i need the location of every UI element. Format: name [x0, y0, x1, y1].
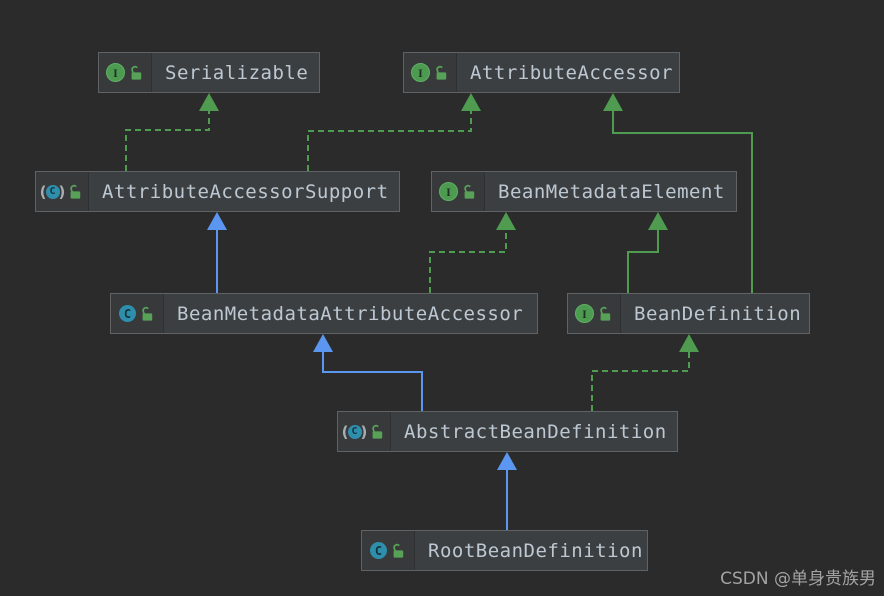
public-lock-icon [128, 65, 144, 81]
class-name-label: Serializable [165, 61, 309, 84]
public-lock-icon [433, 65, 449, 81]
icon-cell: I [568, 294, 621, 333]
icon-cell: I [99, 53, 152, 92]
class-node-attribute-accessor-support[interactable]: (C) AttributeAccessorSupport [35, 171, 400, 212]
edge-extends-bean-definition-to-bean-metadata-element [627, 229, 659, 293]
icon-cell: C [111, 294, 164, 333]
arrowhead-attribute-accessor-support-to-attribute-accessor [461, 93, 481, 111]
class-node-bean-metadata-attribute-accessor[interactable]: C BeanMetadataAttributeAccessor [110, 293, 538, 334]
arrowhead-abstract-bean-definition-to-bean-metadata-attribute-accessor [313, 334, 333, 352]
edge-extends-abstract-bean-definition-to-bean-metadata-attribute-accessor [322, 351, 423, 411]
class-node-bean-definition[interactable]: I BeanDefinition [567, 293, 810, 334]
public-lock-icon [390, 543, 406, 559]
icon-cell: (C) [338, 412, 391, 451]
interface-icon: I [439, 182, 458, 201]
public-lock-icon [597, 306, 613, 322]
edge-implements-attribute-accessor-support-to-attribute-accessor [307, 110, 472, 171]
arrowhead-abstract-bean-definition-to-bean-definition [679, 334, 699, 352]
interface-icon: I [106, 63, 125, 82]
public-lock-icon [67, 184, 83, 200]
arrowhead-bean-metadata-attribute-accessor-to-attribute-accessor-support [207, 212, 227, 230]
edge-implements-attribute-accessor-support-to-serializable [125, 110, 210, 171]
arrowhead-root-bean-definition-to-abstract-bean-definition [497, 452, 517, 470]
class-icon: C [370, 542, 387, 559]
arrowhead-bean-definition-to-bean-metadata-element [648, 212, 668, 230]
interface-icon: I [411, 63, 430, 82]
public-lock-icon [461, 184, 477, 200]
abstract-class-icon: (C) [341, 422, 368, 441]
class-node-bean-metadata-element[interactable]: I BeanMetadataElement [431, 171, 737, 212]
class-name-label: BeanDefinition [634, 302, 802, 325]
class-name-label: BeanMetadataElement [498, 180, 725, 203]
arrowhead-attribute-accessor-support-to-serializable [199, 93, 219, 111]
arrowhead-bean-metadata-attribute-accessor-to-bean-metadata-element [496, 212, 516, 230]
edge-extends-bean-definition-to-attribute-accessor [612, 110, 753, 293]
arrowhead-bean-definition-to-attribute-accessor [603, 93, 623, 111]
interface-icon: I [575, 304, 594, 323]
class-name-label: RootBeanDefinition [428, 539, 643, 562]
icon-cell: I [432, 172, 485, 211]
class-name-label: BeanMetadataAttributeAccessor [177, 302, 524, 325]
class-node-root-bean-definition[interactable]: C RootBeanDefinition [361, 530, 648, 571]
edge-implements-bean-metadata-attribute-accessor-to-bean-metadata-element [429, 229, 507, 293]
public-lock-icon [369, 424, 385, 440]
class-node-abstract-bean-definition[interactable]: (C) AbstractBeanDefinition [337, 411, 678, 452]
class-icon: C [119, 305, 136, 322]
class-name-label: AttributeAccessor [470, 61, 673, 84]
abstract-class-icon: (C) [39, 182, 66, 201]
public-lock-icon [139, 306, 155, 322]
icon-cell: (C) [36, 172, 89, 211]
icon-cell: C [362, 531, 415, 570]
class-name-label: AbstractBeanDefinition [404, 420, 667, 443]
icon-cell: I [404, 53, 457, 92]
csdn-watermark: CSDN @单身贵族男 [720, 569, 876, 589]
class-node-serializable[interactable]: I Serializable [98, 52, 320, 93]
class-node-attribute-accessor[interactable]: I AttributeAccessor [403, 52, 680, 93]
class-name-label: AttributeAccessorSupport [102, 180, 389, 203]
edge-implements-abstract-bean-definition-to-bean-definition [591, 351, 690, 411]
